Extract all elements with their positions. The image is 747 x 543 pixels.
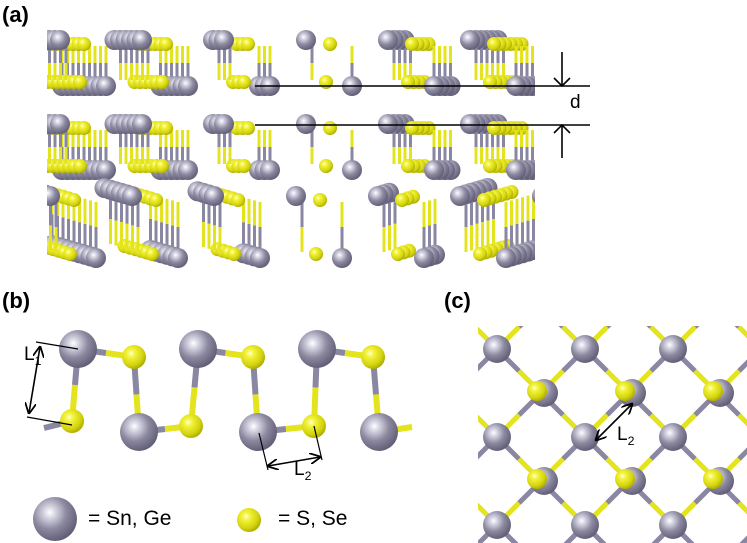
- legend-label-s-se: = S, Se: [278, 507, 348, 530]
- legend-label-sn-ge: = Sn, Ge: [88, 507, 172, 530]
- panel-label-a: (a): [2, 2, 29, 27]
- panel-label-b: (b): [2, 288, 31, 313]
- bond-length-l1-label: L1: [24, 344, 42, 368]
- interlayer-distance-label: d: [570, 92, 581, 113]
- bond-length-l2-label-c: L2: [617, 424, 635, 448]
- legend-symbols: [33, 497, 261, 541]
- panel-label-c: (c): [444, 288, 471, 313]
- panel-a-structure: [47, 30, 590, 268]
- panel-b-chain: [27, 330, 413, 470]
- panel-c-lattice: [478, 326, 747, 543]
- bond-length-l2-label-b: L2: [294, 459, 312, 483]
